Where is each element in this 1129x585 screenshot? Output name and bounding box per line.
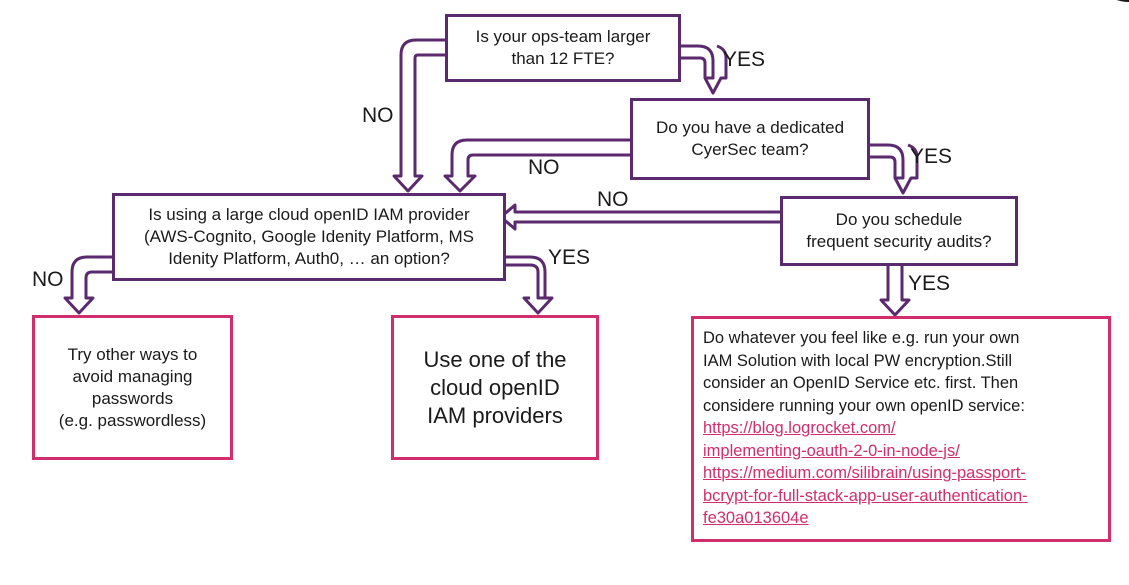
question-security-audits: Do you schedule frequent security audits… (780, 196, 1018, 266)
label-q2-yes: YES (910, 145, 953, 168)
arrow-q4-yes (879, 264, 911, 317)
q2-line-1: Do you have a dedicated (655, 118, 845, 137)
label-q3-yes: YES (548, 246, 591, 269)
a2-line-3: IAM providers (427, 402, 563, 428)
answer-use-cloud-provider: Use one of the cloud openID IAM provider… (391, 315, 599, 460)
a3-line-4: considere running your own openID servic… (703, 396, 1025, 415)
arrow-q3-yes (503, 255, 554, 315)
a2-line-1: Use one of the (423, 346, 567, 372)
label-q2-no: NO (528, 156, 560, 179)
a1-line-4: (e.g. passwordless) (58, 410, 207, 430)
arrow-q2-no (443, 138, 631, 193)
label-q4-no: NO (597, 188, 629, 211)
q1-line-1: Is your ops-team larger (475, 27, 651, 46)
medium-link-part-3[interactable]: fe30a013604e (703, 509, 809, 527)
a3-line-1: Do whatever you feel like e.g. run your … (703, 329, 1020, 347)
q1-line-2: than 12 FTE? (511, 49, 615, 68)
q2-line-2: CyerSec team? (691, 140, 809, 159)
arrow-q1-yes (678, 44, 728, 95)
answer-other-ways: Try other ways to avoid managing passwor… (32, 315, 233, 460)
logrocket-link-part-1[interactable]: https://blog.logrocket.com/ (703, 419, 896, 437)
question-cloud-iam-provider: Is using a large cloud openID IAM provid… (112, 193, 506, 281)
arrow-q1-no (392, 38, 446, 193)
question-cybersec-team: Do you have a dedicated CyerSec team? (630, 98, 870, 180)
label-q1-no: NO (362, 104, 394, 127)
logrocket-link-part-2[interactable]: implementing-oauth-2-0-in-node-js/ (703, 441, 960, 460)
arrow-q3-no (63, 255, 113, 315)
answer-own-iam-solution: Do whatever you feel like e.g. run your … (691, 316, 1111, 542)
a3-line-2: IAM Solution with local PW encryption.St… (703, 351, 1013, 370)
medium-link-part-1[interactable]: https://medium.com/silibrain/using-passp… (703, 464, 1026, 482)
question-ops-team-size: Is your ops-team larger than 12 FTE? (445, 14, 681, 82)
medium-link-part-2[interactable]: bcrypt-for-full-stack-app-user-authentic… (703, 486, 1028, 505)
q4-line-2: frequent security audits? (806, 232, 992, 251)
label-q3-no: NO (32, 268, 64, 291)
label-q4-yes: YES (908, 272, 951, 295)
a1-line-3: passwords (91, 388, 174, 408)
q3-line-3: Idenity Platform, Auth0, … an option? (168, 249, 450, 268)
a3-line-3: consider an OpenID Service etc. first. T… (703, 374, 1019, 392)
q3-line-1: Is using a large cloud openID IAM provid… (148, 205, 470, 224)
q3-line-2: (AWS-Cognito, Google Idenity Platform, M… (143, 227, 475, 246)
arrow-q2-yes (868, 143, 919, 195)
label-q1-yes: YES (723, 48, 766, 71)
q4-line-1: Do you schedule (835, 210, 963, 229)
a1-line-2: avoid managing (72, 366, 193, 386)
arrow-q4-no (499, 203, 782, 231)
a2-line-2: cloud openID (430, 374, 560, 400)
a1-line-1: Try other ways to (67, 344, 198, 364)
